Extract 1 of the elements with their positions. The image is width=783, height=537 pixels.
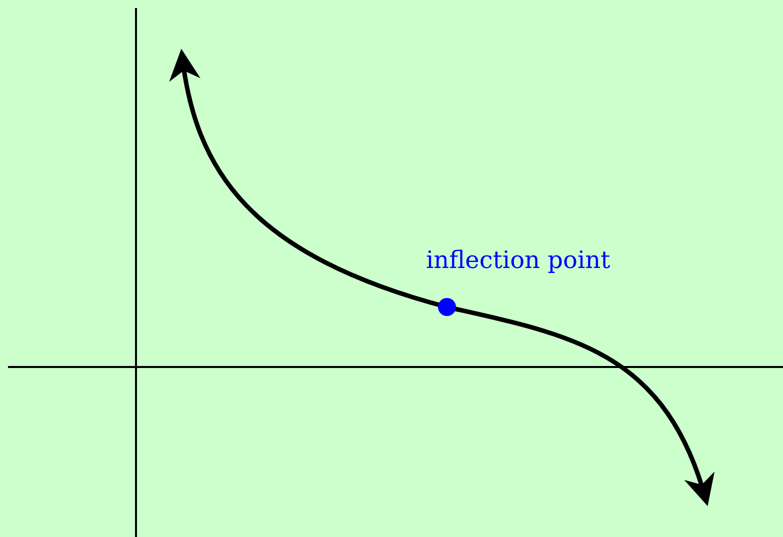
point-label: inflection point	[426, 248, 610, 272]
